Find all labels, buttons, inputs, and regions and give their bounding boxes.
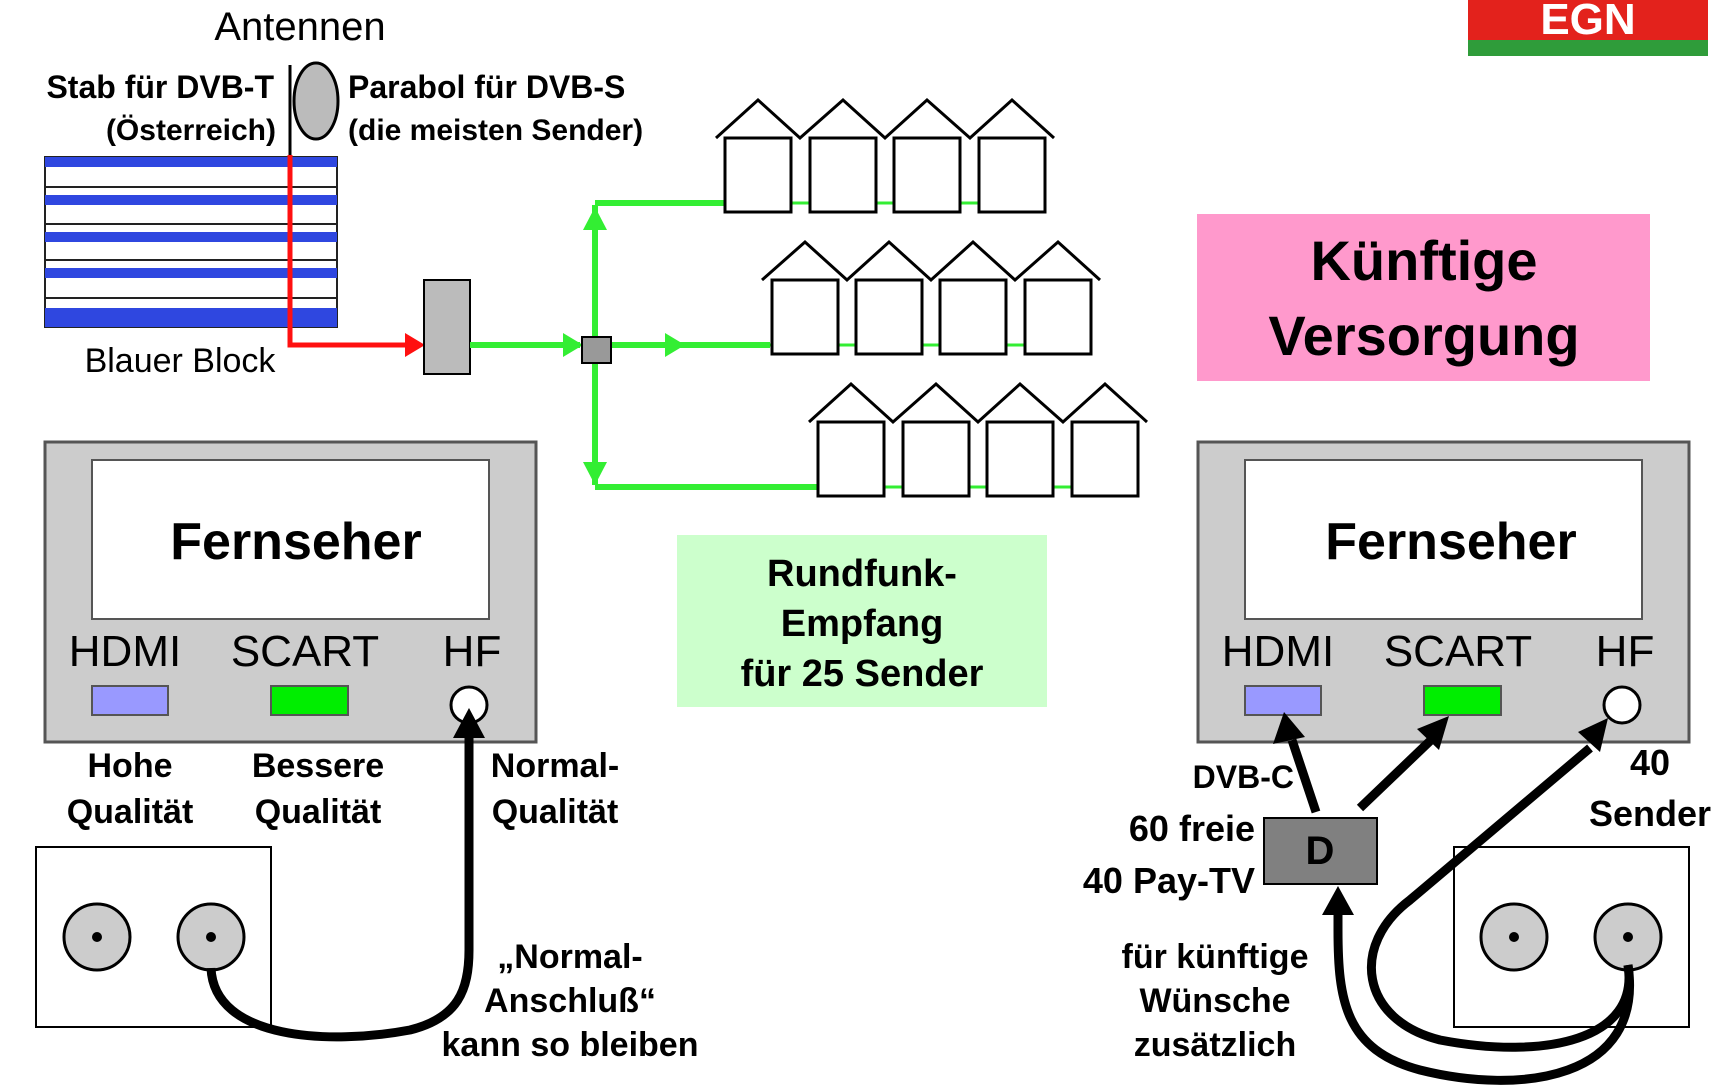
decoder-to-hdmi-cable bbox=[1287, 738, 1321, 814]
scart-socket-icon bbox=[1423, 685, 1502, 716]
splitter bbox=[581, 336, 612, 364]
quality-hdmi-2: Qualität bbox=[67, 793, 194, 831]
decoder-pay-label: 40 Pay-TV bbox=[1083, 860, 1255, 901]
blue-block-building bbox=[44, 156, 338, 328]
antenna-title: Antennen bbox=[214, 5, 385, 49]
hf-arrowhead bbox=[1578, 718, 1608, 752]
socket-to-hf-cable bbox=[1366, 744, 1634, 1052]
hdmi-socket-icon bbox=[1244, 685, 1322, 716]
quality-scart-2: Qualität bbox=[255, 793, 382, 831]
left-note-3: kann so bleiben bbox=[442, 1026, 699, 1064]
tv-right-port-hf: HF bbox=[1596, 627, 1655, 676]
house-row-top bbox=[714, 97, 1056, 214]
tv-right-port-scart: SCART bbox=[1384, 627, 1532, 676]
wall-socket-right bbox=[1453, 846, 1690, 1028]
dish-label: Parabol für DVB-S bbox=[348, 69, 625, 105]
decoder-letter: D bbox=[1306, 829, 1335, 873]
tv-left-port-hf: HF bbox=[443, 627, 502, 676]
tv-left-title: Fernseher bbox=[170, 513, 421, 571]
future-note-2: Wünsche bbox=[1139, 982, 1290, 1020]
broadcast-line3: für 25 Sender bbox=[741, 653, 984, 695]
decoder-dvbc-label: DVB-C bbox=[1193, 759, 1294, 795]
tv-right-port-hdmi: HDMI bbox=[1222, 627, 1334, 676]
tv-left-port-hdmi: HDMI bbox=[69, 627, 181, 676]
quality-hf-1: Normal- bbox=[491, 747, 619, 785]
left-cable-arrowhead bbox=[453, 708, 485, 738]
house-row-bottom bbox=[807, 381, 1149, 498]
scart-arrowhead bbox=[1417, 716, 1449, 750]
future-line2: Versorgung bbox=[1268, 304, 1579, 367]
dish-antenna-icon bbox=[292, 61, 340, 141]
hdmi-socket-icon bbox=[91, 685, 169, 716]
socket-to-decoder-cable bbox=[1333, 912, 1635, 1085]
egn-logo: EGN bbox=[1468, 0, 1708, 56]
tv-right: Fernseher HDMI SCART HF bbox=[1196, 440, 1691, 744]
feed-arrowhead bbox=[405, 333, 425, 357]
hf-count-1: 40 bbox=[1630, 742, 1670, 783]
future-supply-box bbox=[1197, 214, 1650, 381]
decoder-to-scart-cable bbox=[1356, 737, 1434, 812]
tv-right-title: Fernseher bbox=[1325, 513, 1576, 571]
house-row-middle bbox=[761, 239, 1102, 356]
future-note-3: zusätzlich bbox=[1134, 1026, 1296, 1064]
hf-socket-icon bbox=[1602, 685, 1642, 725]
hdmi-arrowhead bbox=[1273, 712, 1305, 744]
left-note-2: Anschluß“ bbox=[484, 982, 656, 1020]
dish-sublabel: (die meisten Sender) bbox=[348, 114, 643, 147]
left-coax-cable bbox=[206, 735, 474, 1042]
logo-text: EGN bbox=[1540, 0, 1635, 44]
rod-sublabel: (Österreich) bbox=[106, 114, 276, 147]
decoder-free-label: 60 freie bbox=[1129, 808, 1255, 849]
broadcast-line1: Rundfunk- bbox=[767, 553, 957, 595]
broadcast-box bbox=[677, 535, 1047, 707]
hf-count-2: Sender bbox=[1589, 793, 1711, 834]
left-note-1: „Normal- bbox=[497, 938, 642, 976]
future-line1: Künftige bbox=[1310, 229, 1537, 292]
rod-label: Stab für DVB-T bbox=[46, 69, 274, 105]
decoder-box bbox=[1263, 817, 1378, 885]
tv-left: Fernseher HDMI SCART HF bbox=[43, 440, 538, 744]
quality-hf-2: Qualität bbox=[492, 793, 619, 831]
decoder-input-arrowhead bbox=[1322, 886, 1354, 915]
broadcast-line2: Empfang bbox=[781, 603, 944, 645]
scart-socket-icon bbox=[270, 685, 349, 716]
building-label: Blauer Block bbox=[85, 342, 277, 380]
tv-left-port-scart: SCART bbox=[231, 627, 379, 676]
head-end-amplifier bbox=[423, 279, 471, 375]
quality-scart-1: Bessere bbox=[252, 747, 384, 785]
wall-socket-left bbox=[35, 846, 272, 1028]
future-note-1: für künftige bbox=[1122, 938, 1309, 976]
antenna-feed-line bbox=[287, 155, 405, 348]
quality-hdmi-1: Hohe bbox=[88, 747, 173, 785]
